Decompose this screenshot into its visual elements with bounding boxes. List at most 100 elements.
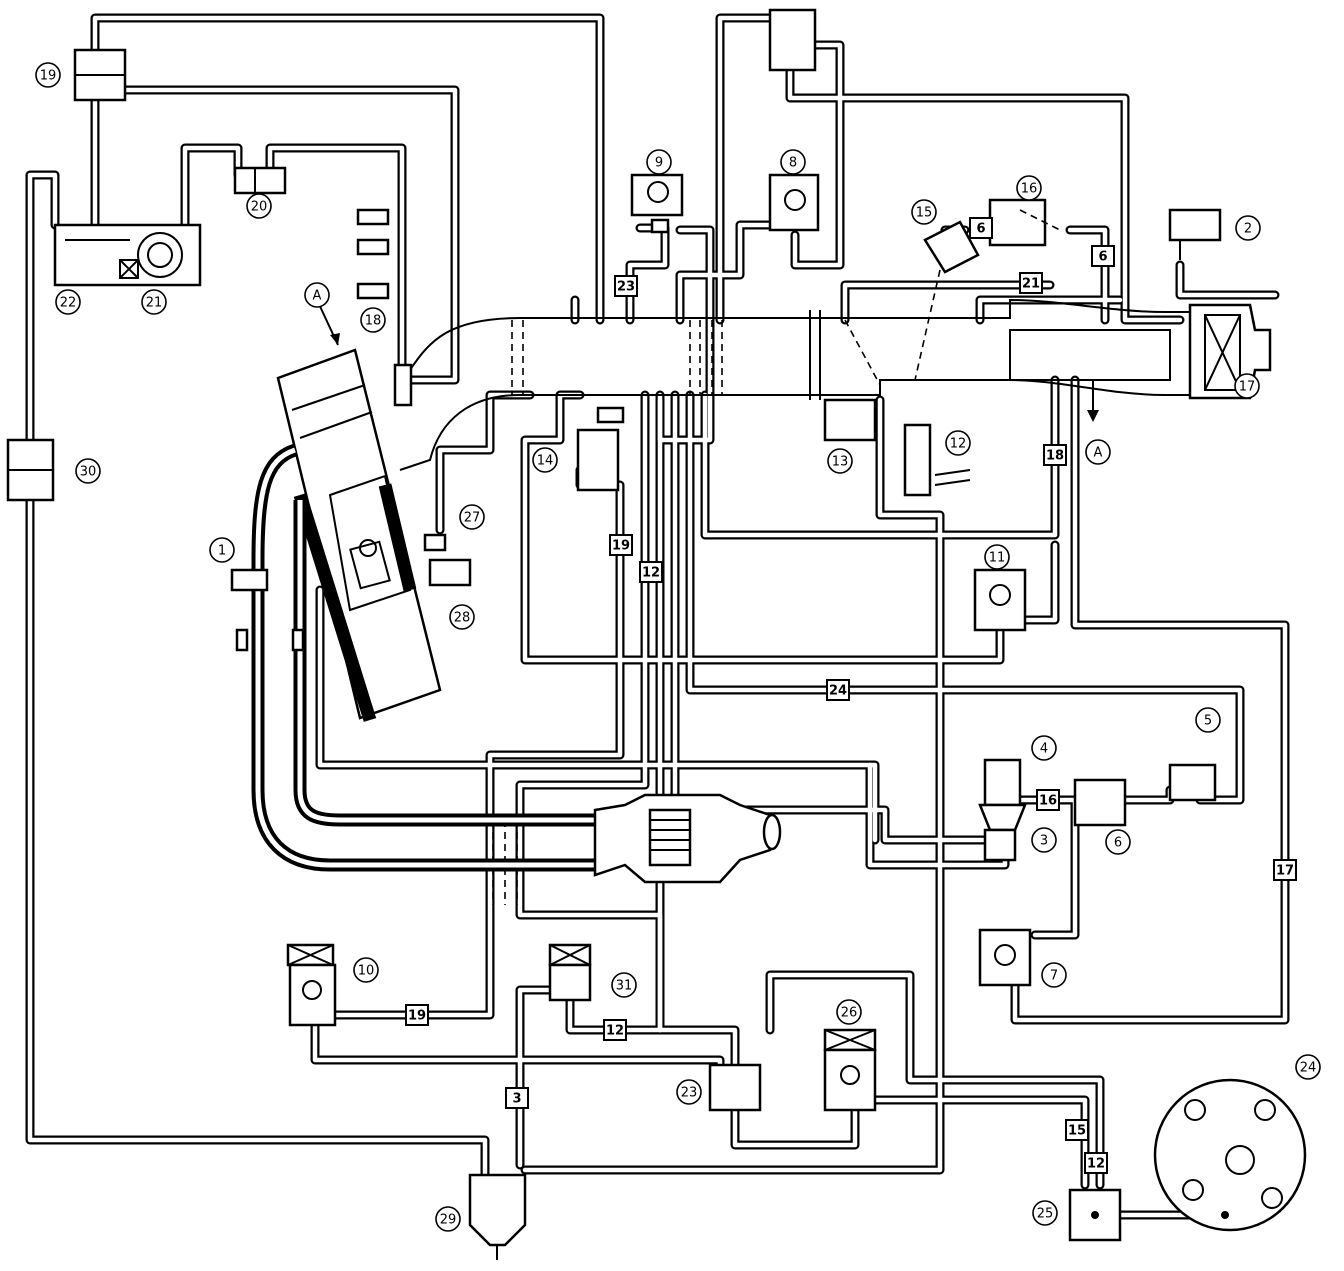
component-label: 28	[449, 604, 475, 630]
idle-valve-13	[823, 398, 877, 442]
label-number: 17	[1239, 380, 1256, 395]
filter-30	[6, 438, 55, 502]
vacuum-solenoid-10	[286, 943, 337, 1027]
tag-box	[609, 534, 633, 556]
label-circle	[141, 289, 167, 315]
hose-route-inner	[1032, 797, 1083, 938]
hose-route-inner	[567, 987, 663, 1033]
component-label: 5	[1195, 707, 1221, 733]
tag-box	[1273, 859, 1297, 881]
label-circle	[1195, 707, 1221, 733]
hose-route-inner	[1012, 377, 1288, 1023]
sensor-1	[230, 568, 269, 592]
hose-route-inner	[517, 392, 738, 1078]
label-number: 18	[365, 314, 382, 329]
hose-tag: 6	[1091, 245, 1115, 267]
label-circle	[1032, 1200, 1058, 1226]
tag-box	[826, 679, 850, 701]
hose-tag: 23	[614, 275, 638, 297]
tag-number: 23	[617, 280, 635, 295]
label-number: 22	[60, 296, 77, 311]
component-label: 10	[353, 957, 379, 983]
component-label: 18	[360, 307, 386, 333]
component-label: 15	[911, 199, 937, 225]
tag-box	[614, 275, 638, 297]
tag-box	[969, 217, 993, 239]
switch-25	[1068, 1188, 1122, 1242]
label-number: 30	[80, 465, 97, 480]
label-circle	[435, 1206, 461, 1232]
component-label: 4	[1031, 735, 1057, 761]
hose-route-inner	[317, 587, 878, 843]
component-label: 6	[1105, 829, 1131, 855]
marker-letter: A	[313, 289, 322, 304]
component-label: 8	[780, 149, 806, 175]
tag-number: 19	[408, 1009, 426, 1024]
tag-number: 3	[512, 1092, 521, 1107]
label-number: 10	[358, 964, 375, 979]
tag-box	[603, 1019, 627, 1041]
hose-route-inner	[792, 42, 843, 268]
tag-box	[1036, 789, 1060, 811]
label-circle	[1235, 215, 1261, 241]
label-circle	[75, 458, 101, 484]
label-number: 19	[40, 69, 57, 84]
hose-route	[25, 170, 60, 450]
fuel-tank	[53, 223, 202, 287]
label-number: 16	[1021, 182, 1038, 197]
tag-box	[1065, 1119, 1089, 1141]
component-label: 26	[836, 999, 862, 1025]
hose-tag: 19	[609, 534, 633, 556]
hose-route-inner	[27, 172, 58, 448]
marker-circle	[1085, 439, 1111, 465]
label-circle	[1031, 735, 1057, 761]
component-label: 16	[1016, 175, 1042, 201]
hose-route-inner	[182, 145, 241, 231]
component-label: 22	[55, 289, 81, 315]
label-circle	[1031, 827, 1057, 853]
vacuum-solenoid-26	[823, 1028, 877, 1112]
hose-tag: 12	[639, 561, 663, 583]
component-label: 19	[35, 62, 61, 88]
hose-route-inner	[842, 282, 1053, 323]
label-circle	[532, 447, 558, 473]
label-number: 4	[1040, 742, 1048, 757]
hose-tag: 12	[603, 1019, 627, 1041]
component-label: 25	[1032, 1200, 1058, 1226]
egr-valve-4	[978, 758, 1027, 832]
hose-tag: 16	[1036, 789, 1060, 811]
label-number: 14	[537, 454, 554, 469]
component-label: 17	[1234, 373, 1260, 399]
label-circle	[676, 1079, 702, 1105]
label-circle	[646, 149, 672, 175]
hose-route	[1020, 540, 1060, 625]
hose-tag: 17	[1273, 859, 1297, 881]
throttle-sensor-15	[923, 220, 980, 274]
component-label: 21	[141, 289, 167, 315]
tag-number: 18	[1046, 449, 1064, 464]
fuel-filter-20	[233, 166, 287, 195]
hose-route	[685, 390, 1245, 805]
label-number: 8	[789, 156, 797, 171]
component-labels: 1234567891011121314151617181920212223242…	[35, 62, 1321, 1232]
hose-route-inner	[717, 15, 778, 323]
vacuum-solenoid-8	[768, 173, 820, 232]
label-number: 6	[1114, 836, 1122, 851]
vacuum-solenoid-7	[978, 928, 1032, 987]
tag-number: 24	[829, 684, 847, 699]
tag-box	[639, 561, 663, 583]
tag-number: 16	[1039, 794, 1057, 809]
label-circle	[55, 289, 81, 315]
component-label: 27	[459, 504, 485, 530]
two-way-valve-19	[73, 48, 127, 102]
label-number: 31	[616, 979, 633, 994]
label-circle	[1041, 962, 1067, 988]
component-label: 31	[611, 972, 637, 998]
fuel-injectors-18	[356, 208, 390, 300]
tag-box	[1091, 245, 1115, 267]
label-number: 25	[1037, 1207, 1054, 1222]
arrow-marker-top	[317, 301, 340, 346]
tag-number: 6	[1098, 250, 1107, 265]
label-number: 11	[989, 551, 1006, 566]
